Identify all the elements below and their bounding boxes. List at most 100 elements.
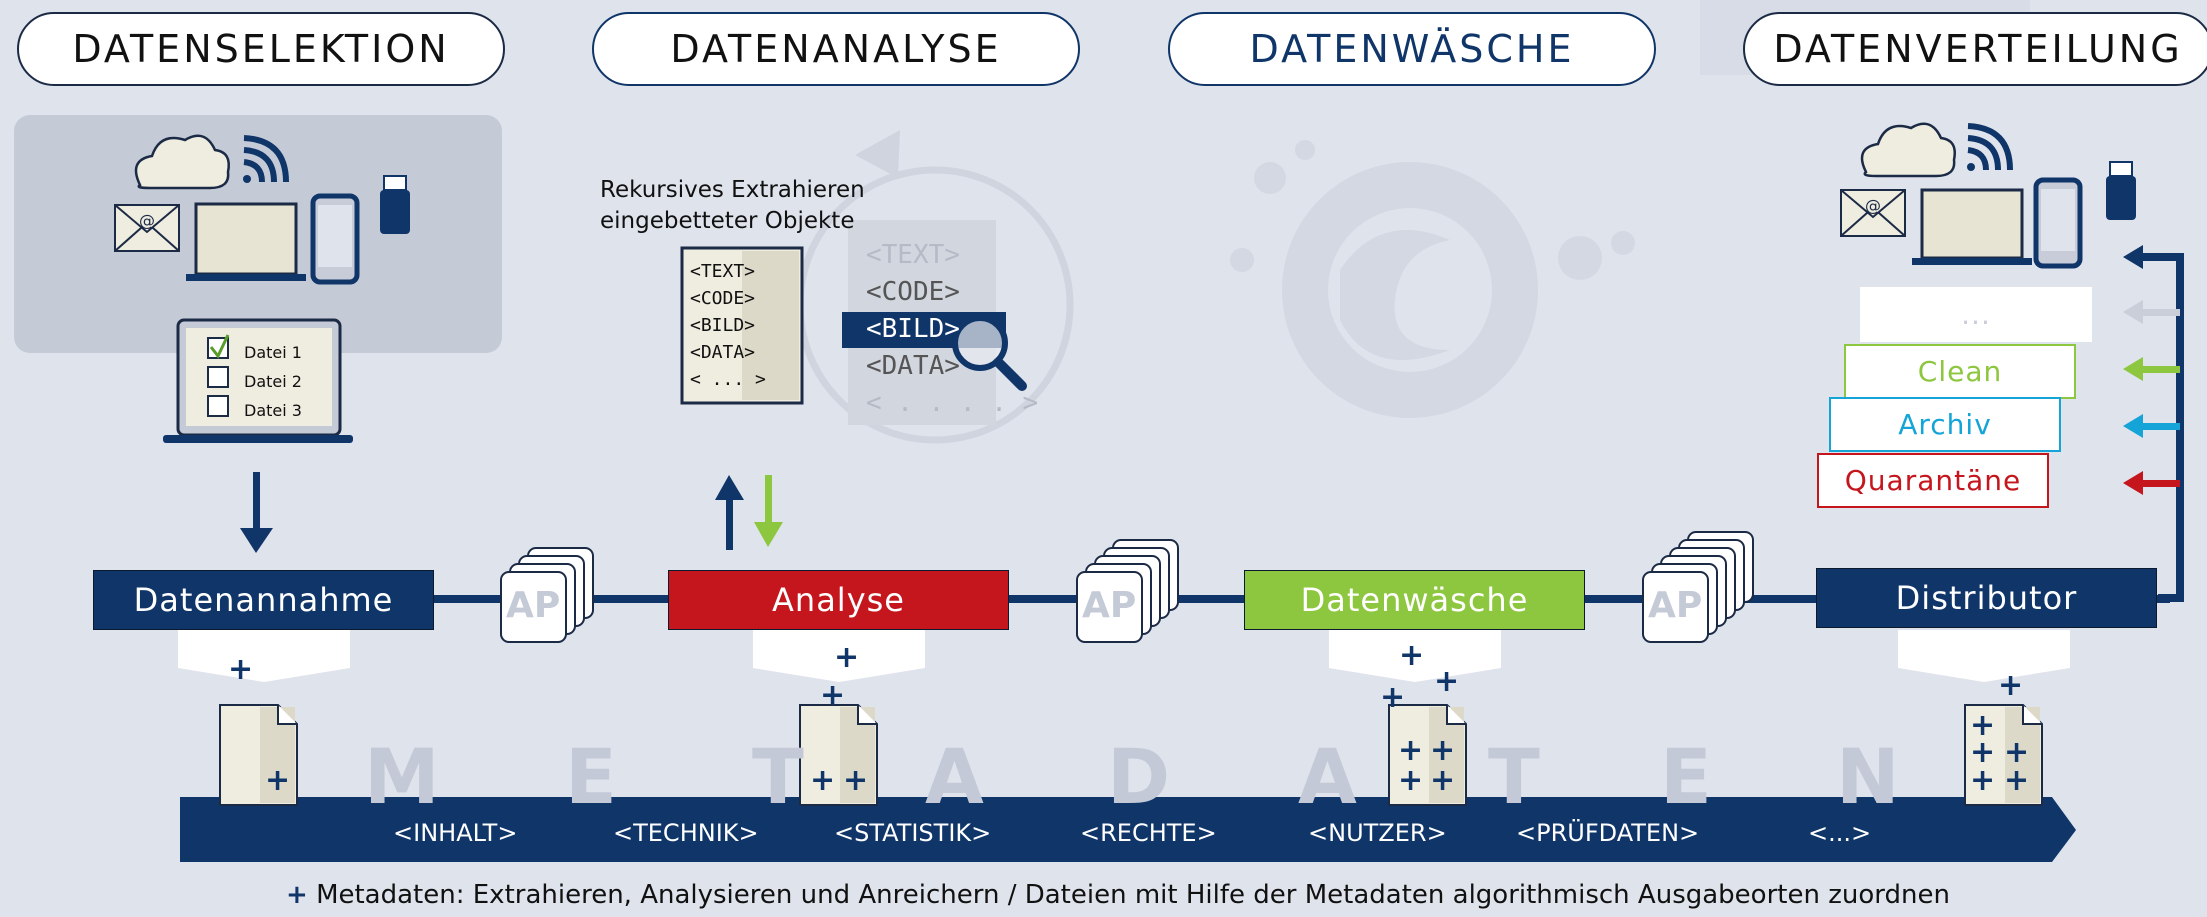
- tag-more: < ... >: [690, 369, 766, 390]
- plus-icon: +: [1398, 763, 1424, 798]
- mail-icon: @: [114, 204, 180, 252]
- plus-icon: +: [1380, 680, 1406, 715]
- ap-stack-icon-3: [1642, 531, 1754, 643]
- tag-list: <TEXT> <CODE> <BILD> <DATA> < ... >: [690, 258, 766, 393]
- plus-icon: +: [1399, 638, 1425, 673]
- metadata-document-icon-3: [1388, 704, 1467, 806]
- metadata-letter: T: [752, 732, 804, 821]
- header-datenwaesche: DATENWÄSCHE: [1168, 12, 1656, 86]
- plus-icon: +: [228, 652, 254, 687]
- metadata-letter: A: [1298, 732, 1357, 821]
- metadata-tag-technik: <TECHNIK>: [613, 819, 759, 847]
- plus-icon: +: [2004, 763, 2030, 798]
- stage-datenwaesche: Datenwäsche: [1244, 570, 1585, 630]
- file-item-3: Datei 3: [244, 401, 302, 420]
- wifi-icon: [243, 135, 289, 183]
- metadata-band: [180, 797, 2076, 862]
- caption-line-2: eingebetteter Objekte: [600, 208, 855, 234]
- header-datenanalyse: DATENANALYSE: [592, 12, 1080, 86]
- metadata-tag-nutzer: <NUTZER>: [1308, 819, 1447, 847]
- caption-line-1: Rekursives Extrahieren: [600, 177, 865, 203]
- metadata-tag-inhalt: <INHALT>: [393, 819, 518, 847]
- plus-icon: +: [1970, 735, 1996, 770]
- faded-tag-text: <TEXT>: [866, 240, 960, 270]
- plus-icon: +: [1398, 733, 1424, 768]
- metadata-letter: M: [364, 732, 440, 821]
- header-datenverteilung: DATENVERTEILUNG: [1743, 12, 2207, 86]
- plus-icon: +: [834, 640, 860, 675]
- faded-tag-more: < . . . . >: [866, 388, 1039, 418]
- output-quarantaene: Quarantäne: [1817, 453, 2049, 508]
- file-item-2: Datei 2: [244, 372, 302, 391]
- footer-text: Metadaten: Extrahieren, Analysieren und …: [316, 880, 1950, 910]
- metadata-letter: D: [1107, 732, 1171, 821]
- wifi-icon-right: [1967, 123, 2013, 171]
- file-selection-laptop-icon: [163, 318, 353, 443]
- output-archiv: Archiv: [1829, 397, 2061, 452]
- output-clean: Clean: [1844, 344, 2076, 399]
- tag-data: <DATA>: [690, 342, 756, 363]
- ap-label-3: AP: [1648, 585, 1703, 626]
- ap-label-1: AP: [506, 585, 561, 626]
- phone-icon: [310, 193, 360, 285]
- down-arrow-green-icon: [754, 475, 783, 547]
- plus-icon: +: [843, 763, 869, 798]
- faded-tag-data: <DATA>: [866, 351, 960, 381]
- header-datenselektion: DATENSELEKTION: [17, 12, 505, 86]
- metadata-document-icon-1: [219, 704, 298, 806]
- metadata-letter: E: [565, 732, 617, 821]
- plus-icon: +: [1970, 708, 1996, 743]
- magnifier-icon: [952, 315, 1027, 391]
- ap-label-2: AP: [1082, 585, 1137, 626]
- stage-analyse: Analyse: [668, 570, 1009, 630]
- plus-icon: +: [265, 763, 291, 798]
- footer-legend: + Metadaten: Extrahieren, Analysieren un…: [286, 880, 1950, 910]
- usb-stick-icon: [380, 175, 410, 234]
- stage-distributor: Distributor: [1816, 568, 2157, 628]
- up-arrow-icon: [715, 475, 744, 550]
- faded-tag-list: <TEXT> <CODE> <BILD> <DATA> < . . . . >: [866, 237, 1038, 422]
- tag-code: <CODE>: [690, 288, 756, 309]
- plus-icon: +: [1434, 664, 1460, 699]
- metadata-tag-more: <...>: [1808, 819, 1872, 847]
- laptop-icon: [186, 202, 306, 281]
- usb-stick-icon-right: [2106, 161, 2136, 220]
- faded-tag-code: <CODE>: [866, 277, 960, 307]
- metadata-letter: E: [1660, 732, 1712, 821]
- tag-bild: <BILD>: [690, 315, 756, 336]
- file-item-1: Datei 1: [244, 343, 302, 362]
- metadata-document-icon-2: [799, 704, 878, 806]
- tag-text: <TEXT>: [690, 261, 756, 282]
- stage-datenannahme: Datenannahme: [93, 570, 434, 630]
- laptop-icon-right: [1912, 188, 2032, 265]
- faded-tag-bild: <BILD>: [866, 314, 960, 344]
- cloud-icon: [134, 134, 230, 190]
- metadata-tag-statistik: <STATISTIK>: [834, 819, 992, 847]
- file-list: Datei 1 Datei 2 Datei 3: [244, 338, 302, 425]
- plus-icon: +: [810, 763, 836, 798]
- metadata-letter: T: [1488, 732, 1540, 821]
- metadata-letter: N: [1836, 732, 1900, 821]
- cloud-icon-right: [1860, 122, 1956, 178]
- plus-icon: +: [1970, 763, 1996, 798]
- plus-icon: +: [1998, 668, 2024, 703]
- metadata-tag-pruefdaten: <PRÜFDATEN>: [1516, 819, 1700, 847]
- output-more: ...: [1860, 287, 2092, 342]
- ap-stack-icon-2: [1076, 539, 1179, 643]
- ap-stack-icon-1: [500, 547, 594, 643]
- tag-document-icon: [680, 246, 804, 405]
- plus-icon: +: [286, 880, 308, 910]
- output-arrows: [2123, 245, 2180, 495]
- svg-text:@: @: [1865, 196, 1881, 215]
- extraction-caption: Rekursives Extrahieren eingebetteter Obj…: [600, 175, 865, 237]
- plus-icon: +: [1430, 763, 1456, 798]
- stage-funnels: [178, 630, 2070, 682]
- metadata-letter: A: [925, 732, 984, 821]
- plus-icon: +: [1430, 733, 1456, 768]
- phone-icon-right: [2033, 177, 2083, 269]
- metadata-tag-rechte: <RECHTE>: [1080, 819, 1217, 847]
- mail-icon-right: @: [1840, 189, 1906, 237]
- svg-text:@: @: [139, 211, 155, 230]
- plus-icon: +: [2004, 735, 2030, 770]
